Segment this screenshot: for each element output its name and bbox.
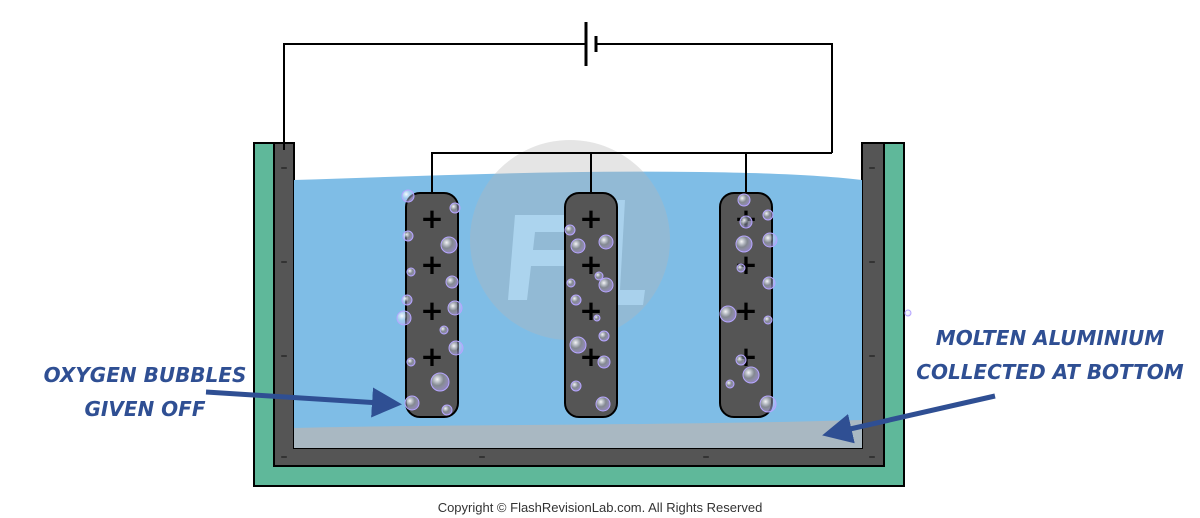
copyright-text: Copyright © FlashRevisionLab.com. All Ri… — [438, 500, 763, 515]
anode-plus-sign: + — [420, 202, 443, 235]
oxygen-bubble — [406, 267, 416, 277]
oxygen-bubble — [742, 366, 760, 384]
arrow-oxygen-bubbles — [205, 387, 402, 418]
anode-plus-sign: + — [420, 248, 443, 281]
oxygen-bubble — [406, 357, 416, 367]
oxygen-bubble — [440, 236, 458, 254]
oxygen-bubbles — [396, 189, 912, 416]
oxygen-bubble — [570, 238, 586, 254]
cathode-minus-sign: – — [703, 449, 710, 465]
anode: ++++ — [719, 192, 773, 418]
arrow-molten-aluminium — [822, 393, 996, 444]
cathode-minus-sign: – — [869, 160, 876, 176]
oxygen-bubble — [439, 325, 449, 335]
oxygen-bubble — [904, 309, 912, 317]
oxygen-bubble — [448, 340, 464, 356]
cathode-minus-sign: – — [869, 348, 876, 364]
oxygen-bubble — [449, 202, 461, 214]
oxygen-bubble — [441, 404, 453, 416]
oxygen-bubble — [763, 315, 773, 325]
oxygen-bubble — [396, 310, 412, 326]
cathode-minus-sign: – — [869, 449, 876, 465]
circuit-wires — [283, 43, 833, 196]
label-oxygen-bubbles-line1: OXYGEN BUBBLES — [44, 363, 247, 387]
anode-plus-sign: + — [734, 294, 757, 327]
oxygen-bubble — [725, 379, 735, 389]
oxygen-bubble — [736, 263, 746, 273]
oxygen-bubble — [762, 276, 776, 290]
oxygen-bubble — [402, 230, 414, 242]
oxygen-bubble — [762, 232, 778, 248]
oxygen-bubble — [762, 209, 774, 221]
cathode-minus-sign: – — [281, 348, 288, 364]
cathode-signs: – – – – – – – – – – — [281, 160, 876, 465]
oxygen-bubble — [570, 380, 582, 392]
oxygen-bubble — [569, 336, 587, 354]
oxygen-bubble — [593, 314, 601, 322]
molten-aluminium-layer — [294, 420, 862, 448]
label-molten-aluminium-line2: COLLECTED AT BOTTOM — [916, 360, 1184, 384]
anode-plus-sign: + — [420, 340, 443, 373]
oxygen-bubble — [759, 395, 777, 413]
oxygen-bubble — [594, 271, 604, 281]
oxygen-bubble — [737, 193, 751, 207]
oxygen-bubble — [404, 395, 420, 411]
battery-icon — [584, 22, 598, 66]
oxygen-bubble — [570, 294, 582, 306]
oxygen-bubble — [595, 396, 611, 412]
oxygen-bubble — [564, 224, 576, 236]
oxygen-bubble — [735, 235, 753, 253]
label-molten-aluminium-line1: MOLTEN ALUMINIUM — [936, 326, 1164, 350]
oxygen-bubble — [430, 372, 450, 392]
oxygen-bubble — [598, 234, 614, 250]
oxygen-bubble — [598, 277, 614, 293]
oxygen-bubble — [739, 215, 753, 229]
anode-plus-sign: + — [734, 248, 757, 281]
cathode-minus-sign: – — [869, 254, 876, 270]
cathode-minus-sign: – — [479, 449, 486, 465]
anode-plus-sign: + — [579, 202, 602, 235]
cathode-minus-sign: – — [281, 449, 288, 465]
oxygen-bubble — [597, 355, 611, 369]
label-oxygen-bubbles-line2: GIVEN OFF — [84, 397, 205, 421]
oxygen-bubble — [445, 275, 459, 289]
oxygen-bubble — [735, 354, 747, 366]
oxygen-bubble — [719, 305, 737, 323]
oxygen-bubble — [566, 278, 576, 288]
anode-plus-sign: + — [420, 294, 443, 327]
anode-plus-sign: + — [579, 294, 602, 327]
cathode-minus-sign: – — [281, 254, 288, 270]
oxygen-bubble — [447, 300, 463, 316]
oxygen-bubble — [598, 330, 610, 342]
cathode-minus-sign: – — [281, 160, 288, 176]
oxygen-bubble — [401, 294, 413, 306]
oxygen-bubble — [401, 189, 415, 203]
